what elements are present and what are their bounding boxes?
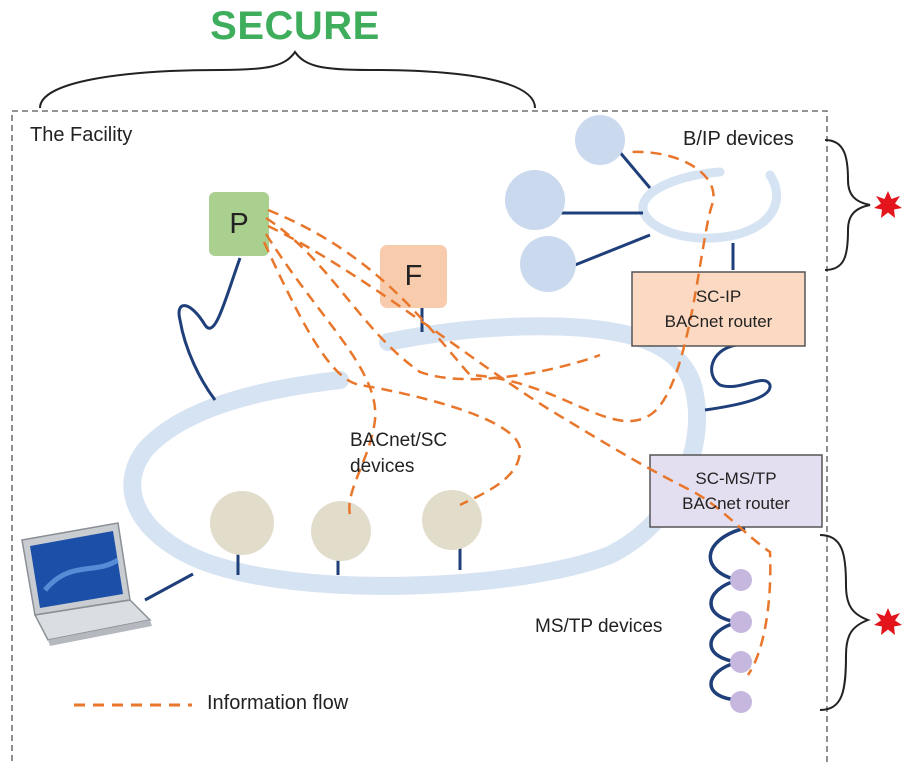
failover-hub-label: F xyxy=(404,260,423,292)
router-mstp-box xyxy=(649,454,823,528)
mstp-device xyxy=(730,691,752,713)
alert-burst-icon xyxy=(874,608,902,635)
primary-hub-wire xyxy=(177,257,242,401)
primary-hub xyxy=(209,192,269,256)
bip-wire-3 xyxy=(574,233,651,267)
router-mstp-label: SC-MS/TP BACnet router xyxy=(650,455,822,527)
router-ip-line1: SC-IP xyxy=(695,287,742,306)
bip-device xyxy=(505,170,565,230)
bip-brace xyxy=(824,139,871,271)
sc-device xyxy=(210,491,274,555)
router-ip-line2: BACnet router xyxy=(664,312,773,331)
router-mstp-line2: BACnet router xyxy=(682,494,790,513)
flow-p-to-sc-device-2 xyxy=(262,241,522,507)
mstp-device xyxy=(730,651,752,673)
mstp-device xyxy=(730,569,752,591)
mstp-brace xyxy=(819,534,871,711)
bacnet-sc-label-line2: devices xyxy=(350,456,415,477)
secure-brace xyxy=(39,50,536,109)
bacnet-sc-ring xyxy=(123,317,707,595)
bip-wire-1 xyxy=(616,149,652,189)
bip-device xyxy=(575,115,625,165)
bacnet-sc-devices-label: BACnet/SC devices xyxy=(350,428,447,480)
sc-device xyxy=(422,490,482,550)
facility-label: The Facility xyxy=(30,124,133,146)
bacnet-sc-label-line1: BACnet/SC xyxy=(350,430,448,451)
alert-burst-icon xyxy=(874,191,902,218)
mstp-devices-label: MS/TP devices xyxy=(535,616,663,637)
laptop-icon xyxy=(21,522,152,646)
router-ip-label: SC-IP BACnet router xyxy=(632,272,805,346)
router-ip-box xyxy=(631,271,806,347)
router-ip-wire xyxy=(704,343,772,412)
flow-p-to-bip-alt xyxy=(265,216,601,381)
sc-device xyxy=(311,501,371,561)
information-flow-lines xyxy=(262,150,772,676)
flow-p-to-sc-device-1 xyxy=(264,233,377,516)
facility-boundary xyxy=(11,110,828,765)
router-mstp-line1: SC-MS/TP xyxy=(695,469,777,488)
legend-label: Information flow xyxy=(207,692,349,714)
primary-hub-label: P xyxy=(229,207,249,240)
laptop-wire xyxy=(144,572,194,602)
bip-device xyxy=(520,236,576,292)
bip-ring xyxy=(638,167,782,243)
flow-p-to-bip xyxy=(267,150,715,423)
bip-devices-label: B/IP devices xyxy=(683,128,794,150)
secure-title: SECURE xyxy=(210,4,380,48)
flow-p-to-mstp xyxy=(267,224,772,676)
mstp-device xyxy=(730,611,752,633)
